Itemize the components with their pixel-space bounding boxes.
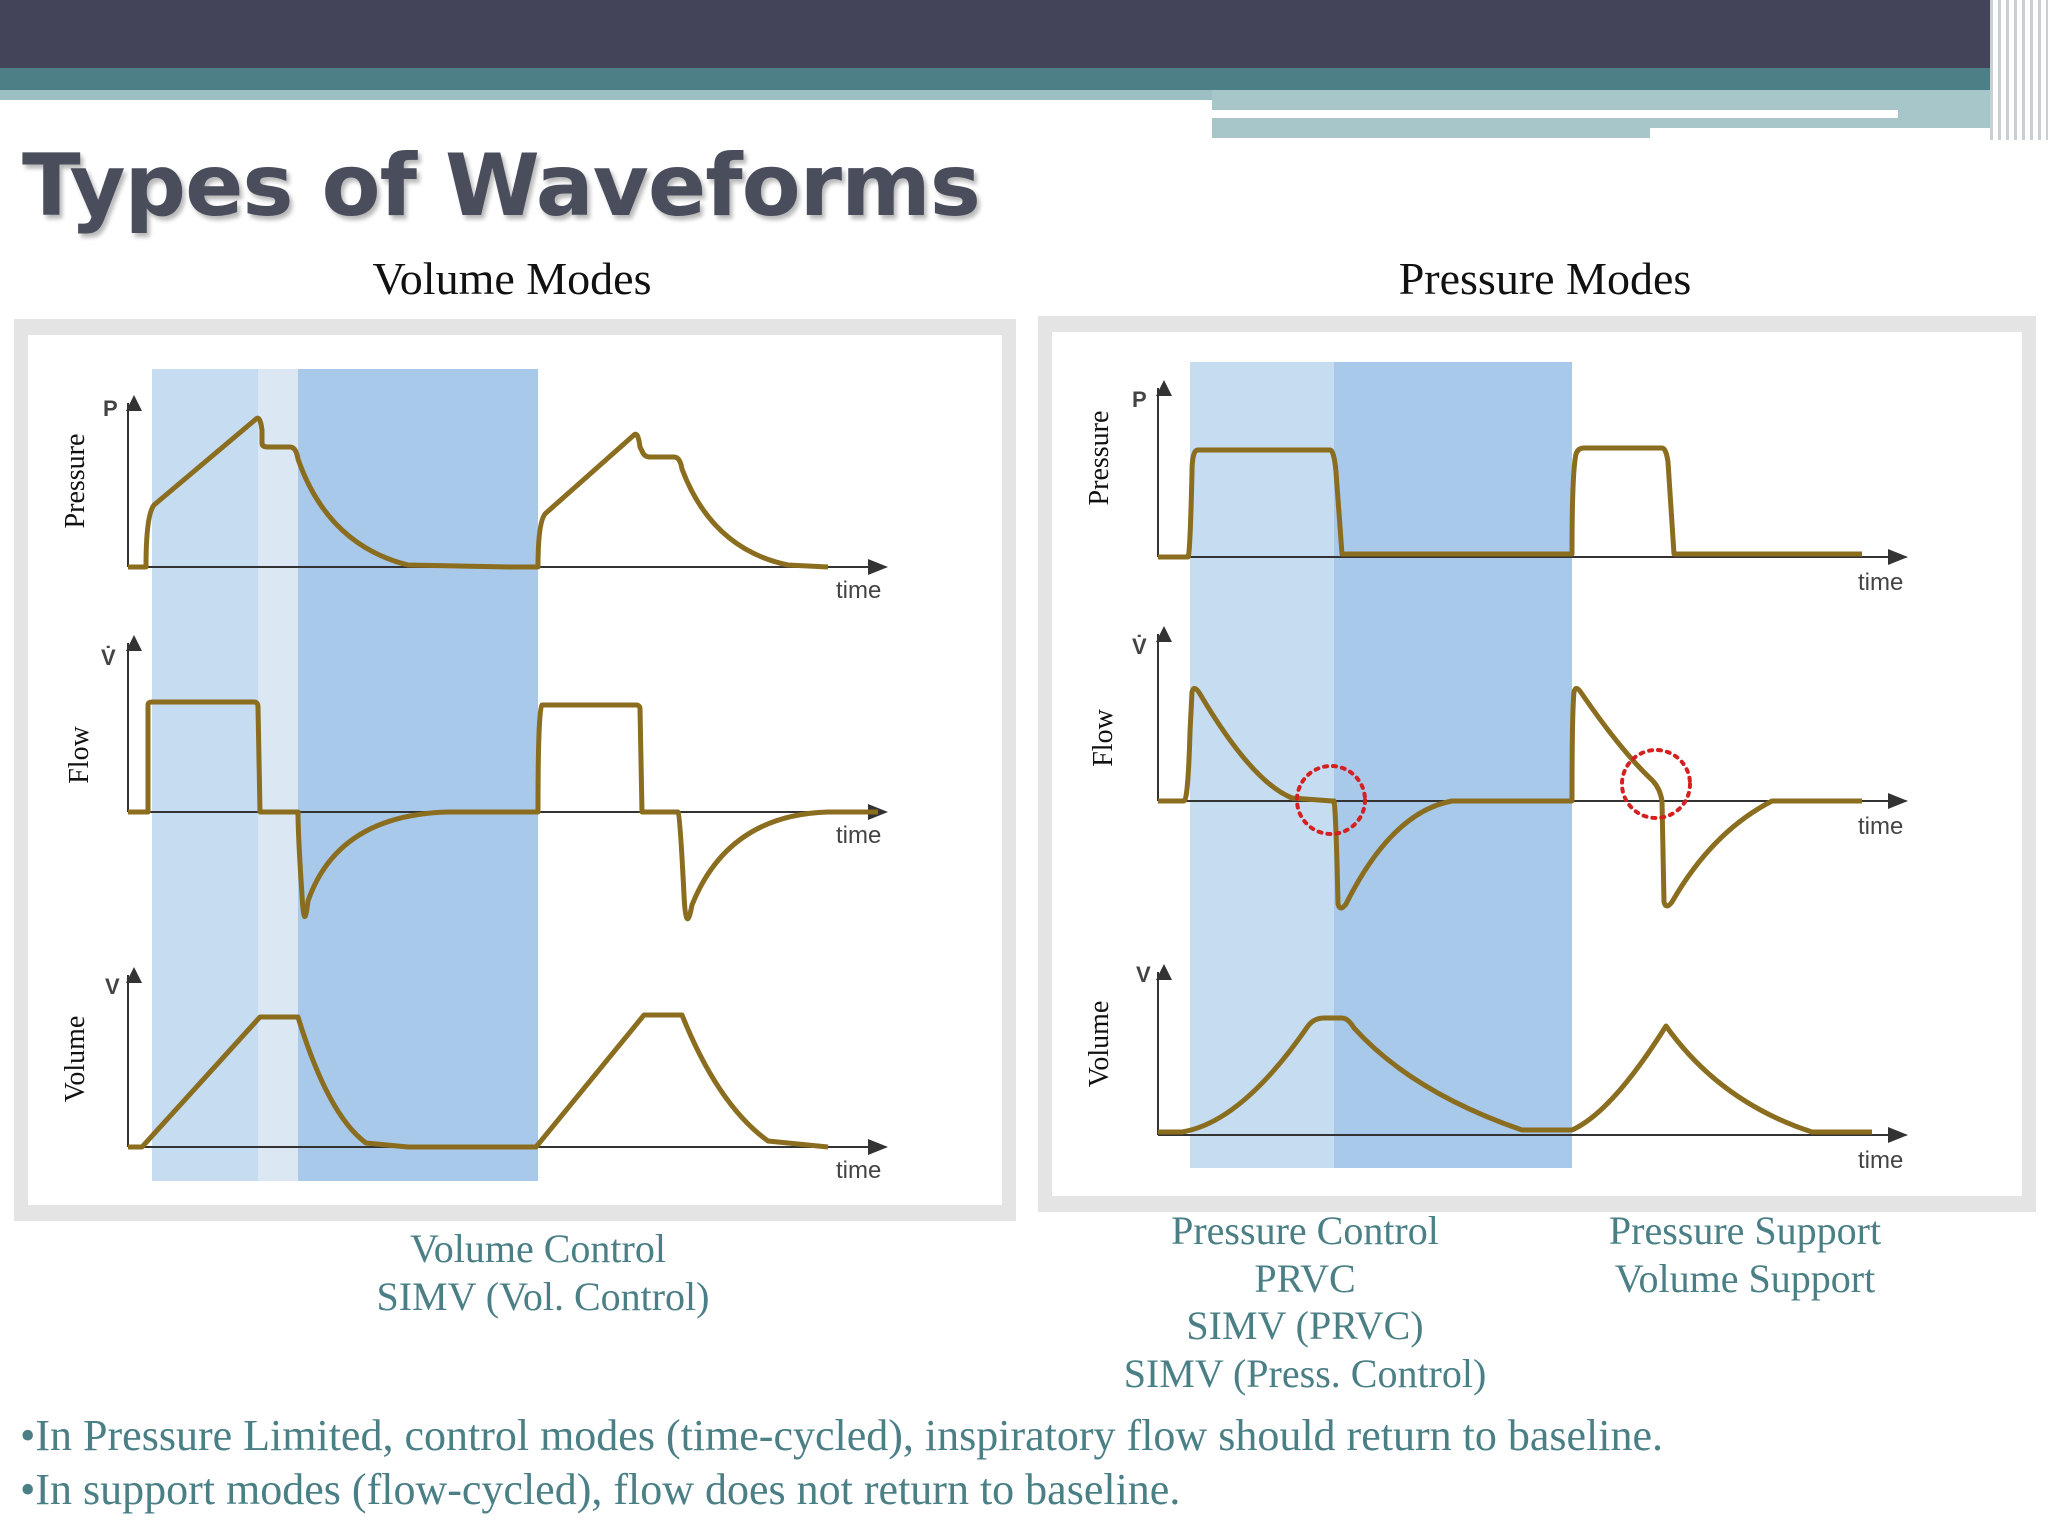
pm-flow-time-label: time xyxy=(1858,813,1903,840)
volume-waveform xyxy=(128,1012,829,1150)
pressure-axis-label: Pressure xyxy=(60,434,91,529)
simv-prvc-caption: SIMV (PRVC) xyxy=(1186,1303,1424,1348)
pm-pressure-waveform xyxy=(1158,445,1862,560)
volume-control-caption: Volume Control xyxy=(410,1226,666,1271)
flow-waveform xyxy=(128,699,878,922)
pressure-symbol: P xyxy=(103,396,118,421)
header-white-line-2 xyxy=(1650,128,2002,138)
pc-flow-baseline-marker xyxy=(1295,764,1367,836)
ps-flow-cycle-marker xyxy=(1620,748,1692,820)
pressure-waveform xyxy=(128,415,829,570)
pm-pressure-axis-label: Pressure xyxy=(1084,411,1115,506)
volume-modes-heading: Volume Modes xyxy=(372,253,652,304)
volume-support-caption: Volume Support xyxy=(1614,1256,1876,1301)
volume-modes-panel: Pressure P time Flow V̇ time Volume V ti… xyxy=(28,335,1002,1205)
simv-vol-control-caption: SIMV (Vol. Control) xyxy=(376,1274,710,1319)
header-teal-band xyxy=(0,68,2048,90)
inspiratory-pause-shade xyxy=(258,369,298,1181)
pm-pressure-time-label: time xyxy=(1858,569,1903,596)
pm-volume-symbol: V xyxy=(1136,962,1151,987)
header-white-line xyxy=(1212,110,1898,118)
header-edge-stripes xyxy=(1990,0,2048,140)
pm-volume-time-label: time xyxy=(1858,1147,1903,1174)
prvc-caption: PRVC xyxy=(1254,1256,1356,1301)
pm-volume-waveform xyxy=(1158,1015,1872,1135)
volume-modes-diagram: Pressure P time Flow V̇ time Volume V ti… xyxy=(60,369,888,1184)
bullet-support-modes: •In support modes (flow-cycled), flow do… xyxy=(20,1465,1181,1514)
header-bar xyxy=(0,0,2048,68)
flow-axis-label: Flow xyxy=(64,725,95,783)
expiration-shade xyxy=(298,369,538,1181)
volume-time-label: time xyxy=(836,1157,881,1184)
inspiration-flow-shade xyxy=(152,369,258,1181)
header-light-band xyxy=(0,90,1212,100)
pc-expiration-shade xyxy=(1334,362,1572,1168)
pc-inspiration-shade xyxy=(1190,362,1334,1168)
slide-title: Types of Waveforms xyxy=(22,136,981,236)
volume-symbol: V xyxy=(105,974,120,999)
pressure-modes-diagram: Pressure P time Flow V̇ time Volume V ti… xyxy=(1084,362,1908,1174)
pressure-modes-heading: Pressure Modes xyxy=(1398,253,1692,304)
pm-flow-axis-label: Flow xyxy=(1088,708,1119,766)
volume-axis-label: Volume xyxy=(60,1016,91,1103)
pressure-modes-panel: Pressure P time Flow V̇ time Volume V ti… xyxy=(1052,332,2022,1196)
pressure-control-caption: Pressure Control xyxy=(1171,1208,1439,1253)
flow-time-label: time xyxy=(836,822,881,849)
pm-volume-axis-label: Volume xyxy=(1084,1001,1115,1088)
pressure-time-label: time xyxy=(836,577,881,604)
pm-pressure-symbol: P xyxy=(1132,387,1147,412)
pm-flow-symbol: V̇ xyxy=(1132,634,1147,659)
simv-press-control-caption: SIMV (Press. Control) xyxy=(1123,1351,1487,1396)
pressure-support-caption: Pressure Support xyxy=(1608,1208,1882,1253)
flow-symbol: V̇ xyxy=(101,645,116,670)
pm-flow-waveform xyxy=(1158,686,1862,911)
bullet-pressure-limited: •In Pressure Limited, control modes (tim… xyxy=(20,1411,1663,1460)
